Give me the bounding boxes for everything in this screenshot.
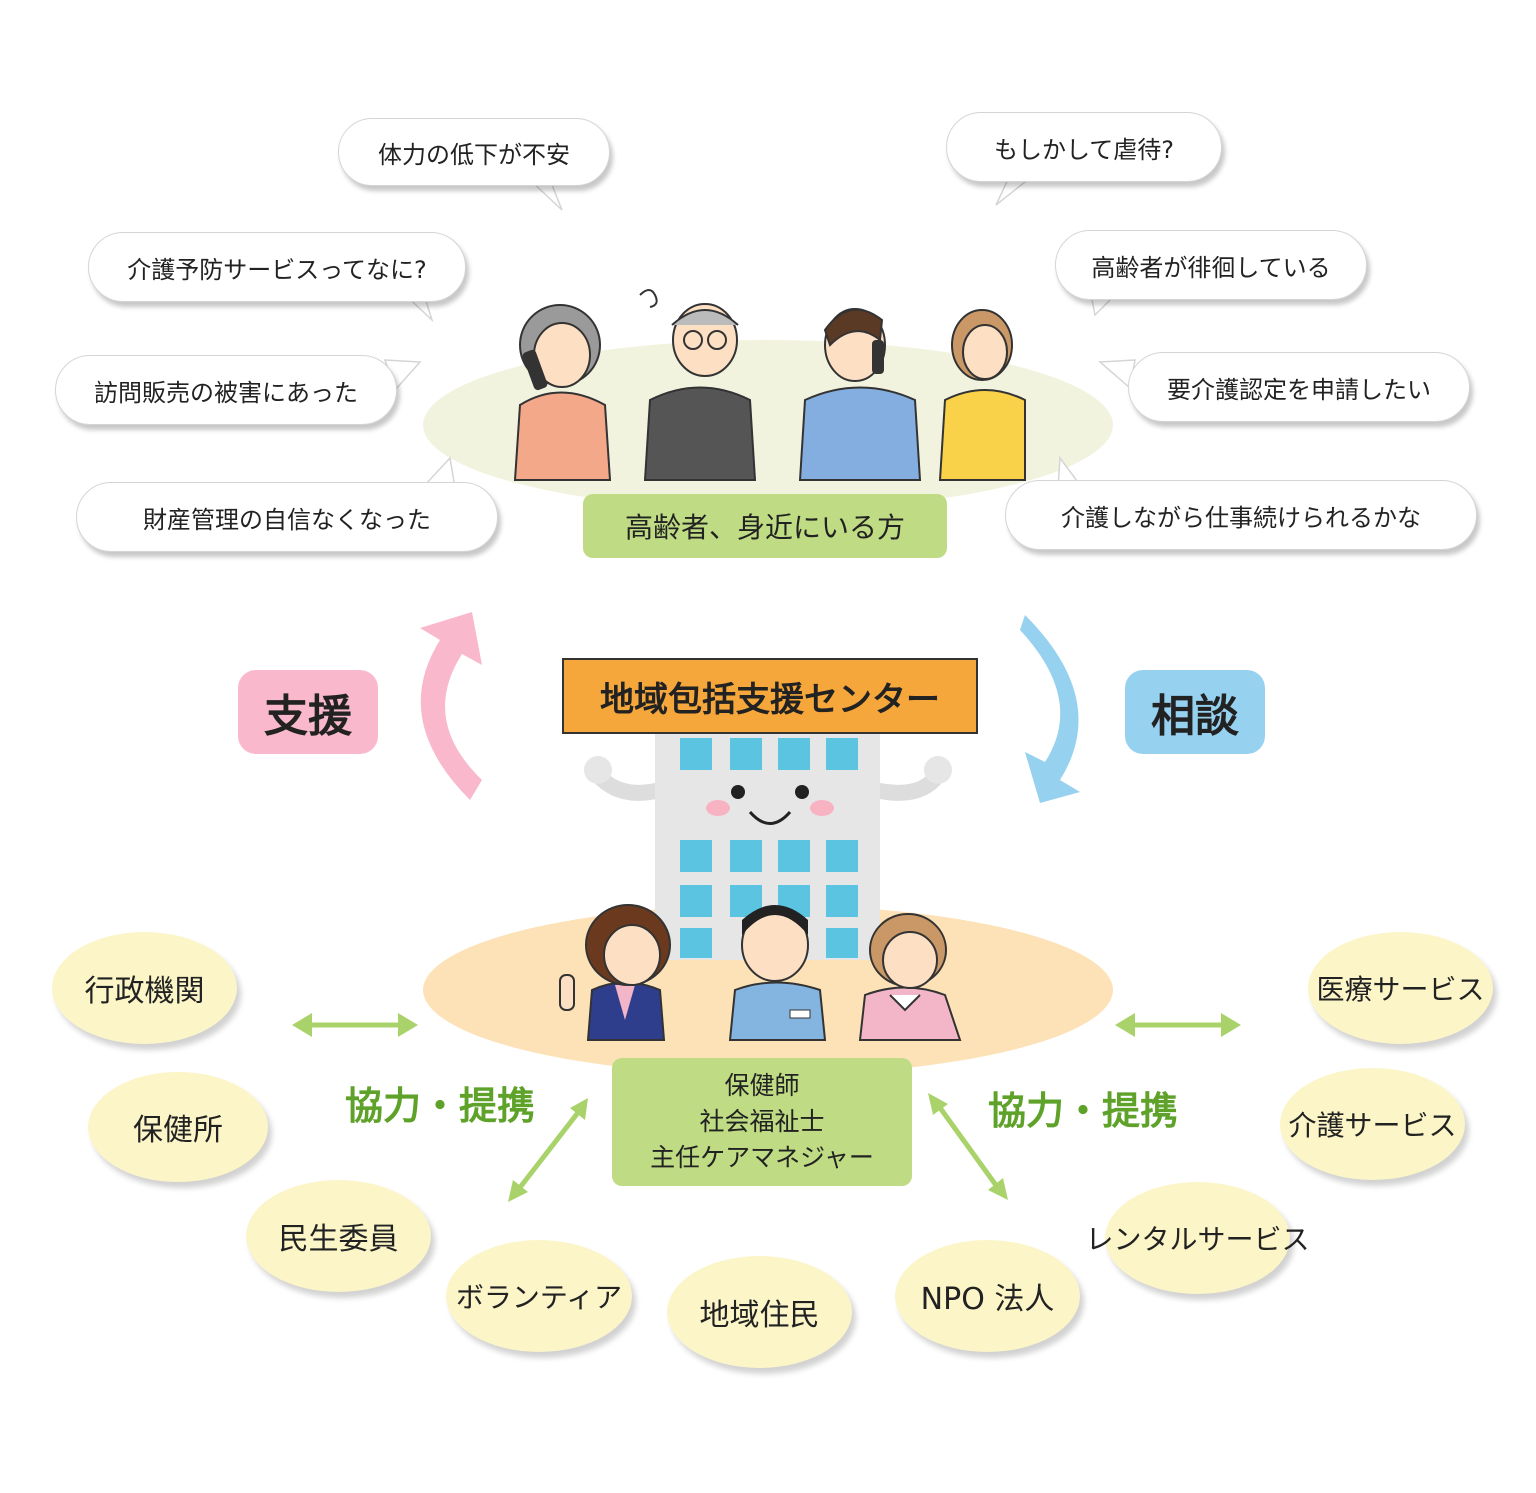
concern-bubble: もしかして虐待? <box>946 112 1222 182</box>
consult-tag: 相談 <box>1125 670 1265 754</box>
resident-woman-gray-hair <box>513 304 612 481</box>
concern-bubble: 財産管理の自信なくなった <box>76 482 498 552</box>
concern-text: 高齢者が徘徊している <box>1091 253 1331 282</box>
partner-oval: ボランティア <box>446 1240 632 1352</box>
coop-arrows <box>292 1013 1241 1202</box>
support-arrow <box>420 612 482 800</box>
partner-oval: NPO 法人 <box>895 1240 1080 1352</box>
concern-bubble: 介護しながら仕事続けられるかな <box>1005 480 1477 550</box>
partner-oval: 医療サービス <box>1308 932 1493 1044</box>
staff-role: 保健師 <box>724 1071 800 1100</box>
concern-bubble: 高齢者が徘徊している <box>1055 230 1367 300</box>
partner-oval: レンタルサービス <box>1086 1182 1310 1294</box>
staff-role: 社会福祉士 <box>699 1107 825 1136</box>
partner-oval: 介護サービス <box>1280 1068 1465 1180</box>
consult-arrow <box>1020 615 1080 803</box>
cooperation-label-left: 協力・提携 <box>345 1084 536 1128</box>
partner-oval: 行政機関 <box>52 932 237 1044</box>
center-title: 地域包括支援センター <box>562 658 978 734</box>
resident-woman-yellow <box>938 309 1026 481</box>
concern-text: もしかして虐待? <box>993 135 1175 164</box>
concern-bubble: 訪問販売の被害にあった <box>55 355 397 425</box>
residents-label: 高齢者、身近にいる方 <box>583 494 947 558</box>
partner-oval: 地域住民 <box>667 1256 852 1368</box>
concern-bubble: 体力の低下が不安 <box>338 118 610 186</box>
concern-text: 体力の低下が不安 <box>378 140 570 169</box>
staff-man-blue <box>728 905 827 1041</box>
staff-role: 主任ケアマネジャー <box>650 1143 874 1172</box>
staff-woman-apron <box>858 913 962 1041</box>
staff-woman-suit <box>559 904 671 1041</box>
concern-text: 要介護認定を申請したい <box>1167 375 1431 404</box>
resident-man-glasses <box>639 289 757 481</box>
concern-text: 介護しながら仕事続けられるかな <box>1061 503 1421 532</box>
partner-oval: 民生委員 <box>246 1180 431 1292</box>
staff-label: 保健師 社会福祉士 主任ケアマネジャー <box>612 1058 912 1186</box>
concern-bubble: 要介護認定を申請したい <box>1128 352 1470 422</box>
concern-text: 財産管理の自信なくなった <box>143 505 431 534</box>
cooperation-label-right: 協力・提携 <box>988 1089 1179 1133</box>
concern-bubble: 介護予防サービスってなに? <box>88 232 466 302</box>
partner-oval: 保健所 <box>88 1072 268 1182</box>
resident-man-phone <box>798 308 922 481</box>
concern-text: 介護予防サービスってなに? <box>127 255 427 284</box>
concern-text: 訪問販売の被害にあった <box>94 378 358 407</box>
support-tag: 支援 <box>238 670 378 754</box>
